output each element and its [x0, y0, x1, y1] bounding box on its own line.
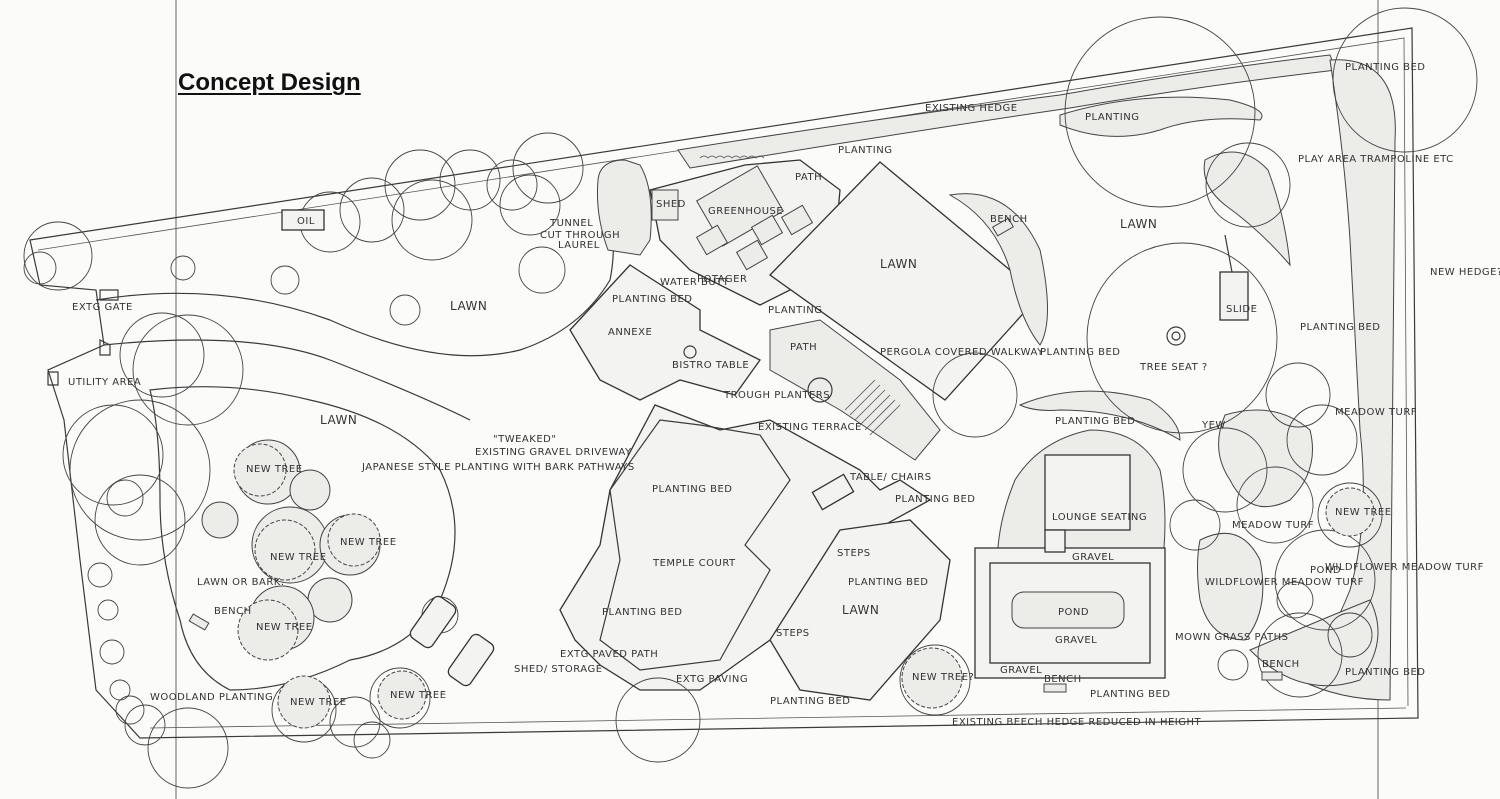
laurel-tunnel [596, 159, 652, 256]
label-gravel-3: GRAVEL [1000, 665, 1042, 676]
label-lawn-or-bark: LAWN OR BARK. [197, 577, 285, 588]
label-yew: YEW [1201, 420, 1226, 431]
label-trough-planters: TROUGH PLANTERS [723, 390, 830, 401]
label-meadow-turf-1: MEADOW TURF [1335, 407, 1417, 418]
label-utility-area: UTILITY AREA [68, 377, 141, 388]
court-lawn [769, 519, 951, 701]
label-shed-storage: SHED/ STORAGE [514, 664, 603, 675]
label-planting-court2: PLANTING BED [602, 607, 683, 618]
label-play-area: PLAY AREA TRAMPOLINE ETC [1298, 154, 1454, 165]
play-elements [1166, 234, 1249, 346]
annexe-building [569, 264, 761, 401]
label-new-tree-8: NEW TREE? [912, 672, 974, 683]
label-lawn-west: LAWN [320, 413, 357, 427]
label-greenhouse: GREENHOUSE [708, 206, 783, 217]
label-planting-mid: PLANTING [768, 305, 822, 316]
new-tree-symbols [233, 443, 1375, 729]
west-lawn-edge [149, 386, 456, 691]
label-new-tree-1: NEW TREE [246, 464, 303, 475]
label-lawn-centre: LAWN [880, 257, 917, 271]
label-mown-grass: MOWN GRASS PATHS [1175, 632, 1288, 643]
label-lawn-court: LAWN [842, 603, 879, 617]
label-planting-bottom2: PLANTING BED [1090, 689, 1171, 700]
label-woodland: WOODLAND PLANTING [150, 692, 273, 703]
label-planting-bottom: PLANTING BED [770, 696, 851, 707]
benches [188, 217, 1283, 693]
label-wildflower-1: WILDFLOWER MEADOW TURF [1205, 577, 1364, 588]
pergola-walkway [769, 319, 941, 461]
cars [409, 595, 495, 687]
label-planting-pergola: PLANTING BED [1040, 347, 1121, 358]
label-planting-nw: PLANTING [1085, 112, 1139, 123]
label-tunnel-3: LAUREL [558, 240, 600, 251]
site-boundary [29, 27, 1419, 739]
tree-canopies [23, 7, 1478, 789]
label-lawn-nw: LAWN [450, 299, 487, 313]
label-tunnel-2: CUT THROUGH [540, 230, 620, 241]
label-lawn-ne: LAWN [1120, 217, 1157, 231]
oil-tank [281, 209, 325, 231]
label-extg-gate: EXTG GATE [72, 302, 133, 313]
label-planting-court: PLANTING BED [652, 484, 733, 495]
label-new-tree-3: NEW TREE [340, 537, 397, 548]
label-tunnel-1: TUNNEL [549, 218, 593, 229]
label-new-tree-6: NEW TREE [390, 690, 447, 701]
label-pergola: PERGOLA COVERED WALKWAY [880, 347, 1044, 358]
label-table-chairs: TABLE/ CHAIRS [849, 472, 932, 483]
label-oil: OIL [297, 216, 315, 227]
label-pond-wild: POND [1310, 565, 1341, 576]
label-bench-east: BENCH [1262, 659, 1300, 670]
extg-gate-posts [47, 289, 119, 386]
label-lounge-seating: LOUNGE SEATING [1052, 512, 1147, 523]
label-wildflower-2: WILDFLOWER MEADOW TURF [1325, 562, 1484, 573]
label-bench-west: BENCH [214, 606, 252, 617]
label-planting-east: PLANTING BED [1300, 322, 1381, 333]
label-extg-paving: EXTG PAVING [676, 674, 748, 685]
label-new-tree-5: NEW TREE [290, 697, 347, 708]
label-planting-centre: PLANTING BED [895, 494, 976, 505]
label-shed: SHED [656, 199, 686, 210]
label-gravel-1: GRAVEL [1072, 552, 1114, 563]
label-planting-lounge: PLANTING BED [1055, 416, 1136, 427]
label-new-tree-4: NEW TREE [256, 622, 313, 633]
label-potager: POTAGER [697, 274, 747, 285]
terrace-furniture [683, 345, 855, 511]
label-path-mid: PATH [790, 342, 817, 353]
label-planting-lawn: PLANTING BED [848, 577, 929, 588]
lounge-area [974, 429, 1166, 679]
label-existing-hedge: EXISTING HEDGE [925, 103, 1018, 114]
label-steps-2: STEPS [776, 628, 810, 639]
label-new-tree-2: NEW TREE [270, 552, 327, 563]
label-planting-annexe: PLANTING BED [612, 294, 693, 305]
label-planting-ne: PLANTING BED [1345, 62, 1426, 73]
label-existing-terrace: EXISTING TERRACE [758, 422, 862, 433]
page-title: Concept Design [178, 69, 361, 96]
label-planting-se: PLANTING BED [1345, 667, 1426, 678]
label-planting-top: PLANTING [838, 145, 892, 156]
label-tweaked: "TWEAKED" [493, 434, 556, 445]
label-gravel-2: GRAVEL [1055, 635, 1097, 646]
label-new-tree-7: NEW TREE [1335, 507, 1392, 518]
label-japanese: JAPANESE STYLE PLANTING WITH BARK PATHWA… [361, 462, 635, 473]
label-meadow-turf-2: MEADOW TURF [1232, 520, 1314, 531]
annotations: EXISTING HEDGE PLANTING PLANTING TUNNEL … [68, 62, 1500, 728]
label-bistro-table: BISTRO TABLE [672, 360, 749, 371]
label-bench-top: BENCH [990, 214, 1028, 225]
label-tree-seat: TREE SEAT ? [1139, 362, 1208, 373]
label-pond-formal: POND [1058, 607, 1089, 618]
label-extg-paved-path: EXTG PAVED PATH [560, 649, 658, 660]
label-annexe: ANNEXE [608, 327, 652, 338]
label-water-butt: WATER BUTT [660, 277, 730, 288]
label-bench-bottom: BENCH [1044, 674, 1082, 685]
shed-box [651, 189, 679, 221]
nw-lawn-edge [95, 189, 614, 421]
label-temple-court: TEMPLE COURT [652, 558, 736, 569]
label-existing-gravel: EXISTING GRAVEL DRIVEWAY [475, 447, 632, 458]
label-beech-hedge: EXISTING BEECH HEDGE REDUCED IN HEIGHT [952, 717, 1202, 728]
label-slide: SLIDE [1226, 304, 1257, 315]
label-path-top: PATH [795, 172, 822, 183]
label-new-hedge: NEW HEDGE? [1430, 267, 1500, 278]
label-steps-1: STEPS [837, 548, 871, 559]
